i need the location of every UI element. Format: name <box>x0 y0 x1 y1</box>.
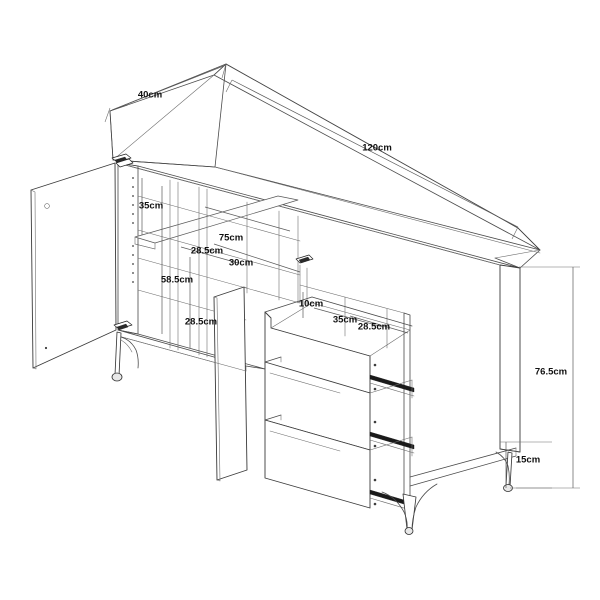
hinge-group-bottom <box>113 320 133 331</box>
dim-label-depth-top: 40cm <box>138 90 162 101</box>
interior-lower-reference <box>137 257 301 304</box>
leg-front-left-foot <box>111 372 123 382</box>
dimension-lines-group <box>104 63 580 489</box>
drawer-top-slide-rail-inner <box>369 382 415 397</box>
center-door-panel <box>213 286 248 481</box>
interior-shelf-front-edge <box>134 243 156 250</box>
base-rail-left-extension <box>117 335 247 372</box>
left-door-hinge-screw-top <box>44 203 50 209</box>
hinge-top-cup <box>115 158 134 168</box>
dim-ext-120cm-a <box>225 79 233 93</box>
dim-label-shelf-width: 75cm <box>219 233 243 244</box>
drawer-column-right-panel <box>403 312 411 501</box>
center-door-group <box>213 286 248 482</box>
dim-ext-40cm-a <box>104 107 111 123</box>
drawer-bay-inner-top <box>299 284 405 314</box>
dim-leader-30cm <box>213 243 301 273</box>
dim-leader-40cm <box>111 64 227 111</box>
dim-label-upper-compartment: 35cm <box>139 201 163 212</box>
base-frame-group <box>117 335 517 487</box>
dim-label-shelf-depth: 30cm <box>229 258 253 269</box>
dim-leader-75cm <box>204 206 291 232</box>
dim-label-lower-compartment: 28.5cm <box>185 317 217 328</box>
left-door-panel <box>30 162 117 369</box>
dim-leader-35cm-drawer <box>313 307 384 328</box>
center-door-thickness <box>213 296 221 482</box>
leg-front-left-group <box>111 331 139 382</box>
dim-leader-120cm <box>231 79 519 228</box>
top-panel-thickness-edge <box>214 166 541 254</box>
leg-front-center-splay-left <box>381 491 408 530</box>
drawer-middle-back-line <box>369 379 413 394</box>
drawer-middle-top-inner-line <box>269 372 341 394</box>
interior-top-reference <box>137 195 301 242</box>
left-door-screw-bottom <box>44 346 48 350</box>
drawer-bottom-screw-b <box>373 502 377 506</box>
top-panel-right-fold <box>494 249 541 259</box>
shelf-pin-hole-column <box>132 177 134 283</box>
drawer-bottom-screw-a <box>373 478 377 482</box>
dim-label-drawer-height: 10cm <box>299 299 323 310</box>
drawer-bottom-rim-left <box>264 414 282 421</box>
carcass-left-side-panel <box>117 162 139 335</box>
top-panel-top-face <box>213 63 541 251</box>
drawer-top-group <box>264 296 415 397</box>
dim-ext-120cm-b <box>511 226 519 240</box>
drawer-middle-screw-a <box>373 420 377 424</box>
dim-leader-28p5cm-drawer <box>349 315 409 334</box>
dimension-labels-group: 40cm 120cm 35cm 75cm 28.5cm 30cm 58.5cm … <box>138 90 567 466</box>
drawer-middle-group <box>264 356 415 454</box>
dim-label-drawer-width: 28.5cm <box>358 322 390 333</box>
carcass-back-top-line <box>117 162 501 266</box>
drawer-top-rim-back <box>311 296 413 327</box>
base-rail-top <box>409 447 517 478</box>
leg-front-left-post <box>114 331 122 377</box>
drawer-bottom-front-face <box>264 419 371 509</box>
leg-front-center-splay-right <box>411 483 438 531</box>
drawer-bottom-top-inner-line <box>269 430 341 452</box>
cabinet-carcass-group <box>117 162 521 453</box>
interior-mid-reference <box>137 229 301 276</box>
leg-front-center-post <box>402 493 417 531</box>
leg-rear-right-group <box>495 451 513 492</box>
hinge-center-arm <box>298 256 311 264</box>
center-door-inner-edge <box>243 286 248 289</box>
hinge-bottom-arm <box>116 323 129 331</box>
top-panel-upper-face <box>109 63 541 251</box>
top-panel-crease <box>112 74 215 161</box>
dim-label-width-top: 120cm <box>362 143 392 154</box>
dim-label-drawer-depth: 35cm <box>333 315 357 326</box>
hinge-group-top <box>111 153 134 168</box>
dim-label-overall-height: 76.5cm <box>535 367 567 378</box>
dim-label-leg-height: 15cm <box>516 455 540 466</box>
drawer-top-screw-b <box>373 387 377 391</box>
dim-label-bay-width: 28.5cm <box>191 246 223 257</box>
top-panel-right-wing <box>494 227 541 269</box>
interior-shelf <box>134 195 299 244</box>
left-door-thickness <box>30 189 37 370</box>
base-rail-bottom <box>409 455 517 487</box>
drawer-middle-screw-b <box>373 444 377 448</box>
leg-front-center-foot <box>404 527 414 535</box>
drawer-top-rim-left <box>264 296 313 313</box>
leg-rear-right-bracket <box>495 451 510 486</box>
drawer-middle-rim-left <box>264 356 282 363</box>
carcass-right-side-panel <box>499 264 521 453</box>
leg-front-left-bracket <box>120 336 139 369</box>
left-door-group <box>30 162 117 370</box>
drawer-top-screw-a <box>373 363 377 367</box>
drawer-bottom-back-line <box>369 436 413 451</box>
dim-leader-28p5cm-bay <box>180 246 239 264</box>
dim-label-cabinet-interior-height: 58.5cm <box>161 275 193 286</box>
leg-front-left-bracket-inner <box>120 339 133 353</box>
hinge-group-center-door <box>295 254 314 264</box>
drawer-middle-slide-rail-inner <box>369 439 415 454</box>
dim-ext-40cm-b <box>221 63 227 79</box>
carcass-bottom-right-edge <box>499 448 521 453</box>
leg-front-center-group <box>381 483 438 535</box>
